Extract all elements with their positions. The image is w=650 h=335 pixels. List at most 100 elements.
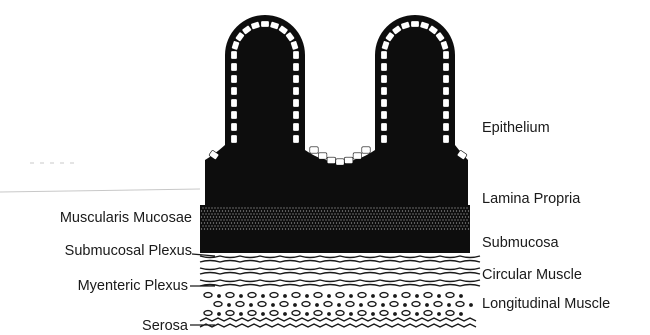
muscle-fiber-section xyxy=(302,302,310,307)
stipple-dot xyxy=(345,216,346,217)
stipple-dot xyxy=(468,228,469,229)
stipple-dot xyxy=(202,219,203,220)
label-submucosal-plexus: Submucosal Plexus xyxy=(65,243,192,259)
label-submucosa: Submucosa xyxy=(482,235,560,251)
stipple-dot xyxy=(304,225,305,226)
muscle-fiber-section xyxy=(446,293,454,298)
stipple-dot xyxy=(253,207,254,208)
stipple-dot xyxy=(291,228,292,229)
stipple-dot xyxy=(355,207,356,208)
stipple-dot xyxy=(250,219,251,220)
stipple-dot xyxy=(376,219,377,220)
stipple-dot xyxy=(406,213,407,214)
muscle-fiber-section xyxy=(204,311,212,316)
stipple-dot xyxy=(225,222,226,223)
stipple-dot xyxy=(201,222,202,223)
stipple-dot xyxy=(286,225,287,226)
stipple-dot xyxy=(463,225,464,226)
stipple-dot xyxy=(382,219,383,220)
stipple-dot xyxy=(328,219,329,220)
stipple-dot xyxy=(271,207,272,208)
fiber-dot xyxy=(438,295,440,297)
stipple-dot xyxy=(267,228,268,229)
stipple-dot xyxy=(238,213,239,214)
stipple-dot xyxy=(447,216,448,217)
label-serosa: Serosa xyxy=(142,318,189,334)
fiber-dot xyxy=(394,313,396,315)
stipple-dot xyxy=(432,210,433,211)
stipple-dot xyxy=(225,210,226,211)
stipple-dot xyxy=(346,219,347,220)
stipple-dot xyxy=(273,210,274,211)
muscle-fiber-section xyxy=(258,302,266,307)
muscle-fiber-section xyxy=(456,302,464,307)
stipple-dot xyxy=(214,225,215,226)
stipple-dot xyxy=(399,222,400,223)
stipple-dot xyxy=(408,216,409,217)
stipple-dot xyxy=(231,210,232,211)
stipple-dot xyxy=(274,225,275,226)
stipple-dot xyxy=(301,219,302,220)
submucosa-layer xyxy=(200,231,470,253)
stipple-dot xyxy=(457,213,458,214)
stipple-dot xyxy=(369,228,370,229)
stipple-dot xyxy=(220,225,221,226)
epithelial-cell xyxy=(231,123,237,131)
stipple-dot xyxy=(453,210,454,211)
stipple-dot xyxy=(331,207,332,208)
stipple-dot xyxy=(427,213,428,214)
stipple-dot xyxy=(466,225,467,226)
stipple-dot xyxy=(381,228,382,229)
stipple-dot xyxy=(322,225,323,226)
stipple-dot xyxy=(222,228,223,229)
stipple-dot xyxy=(237,216,238,217)
label-lamina-propria: Lamina Propria xyxy=(482,191,581,207)
label-longitudinal-muscle: Longitudinal Muscle xyxy=(482,296,610,312)
stipple-dot xyxy=(252,216,253,217)
stipple-dot xyxy=(325,219,326,220)
stipple-dot xyxy=(255,210,256,211)
stipple-dot xyxy=(391,219,392,220)
epithelial-cell xyxy=(443,63,449,71)
stipple-dot xyxy=(399,210,400,211)
stipple-dot xyxy=(348,210,349,211)
stipple-dot xyxy=(207,228,208,229)
stipple-dot xyxy=(286,213,287,214)
stipple-dot xyxy=(390,222,391,223)
stipple-dot xyxy=(306,222,307,223)
stipple-dot xyxy=(253,213,254,214)
stipple-dot xyxy=(394,225,395,226)
circular-muscle-layer xyxy=(200,256,480,286)
stipple-dot xyxy=(364,225,365,226)
stipple-dot xyxy=(396,228,397,229)
stipple-dot xyxy=(276,228,277,229)
stipple-dot xyxy=(343,213,344,214)
longitudinal-muscle-layer xyxy=(204,293,472,316)
epithelial-cell xyxy=(443,111,449,119)
stipple-dot xyxy=(232,219,233,220)
stipple-dot xyxy=(381,222,382,223)
stipple-dot xyxy=(250,213,251,214)
epithelial-cell xyxy=(231,87,237,95)
epithelial-cell xyxy=(318,153,326,159)
stipple-dot xyxy=(334,207,335,208)
stipple-dot xyxy=(210,210,211,211)
stipple-dot xyxy=(417,216,418,217)
stipple-dot xyxy=(358,219,359,220)
stipple-dot xyxy=(345,222,346,223)
stipple-dot xyxy=(388,207,389,208)
stipple-dot xyxy=(343,219,344,220)
stipple-dot xyxy=(291,210,292,211)
stipple-dot xyxy=(301,213,302,214)
stipple-dot xyxy=(250,225,251,226)
stipple-dot xyxy=(279,210,280,211)
stipple-dot xyxy=(456,216,457,217)
stipple-dot xyxy=(319,225,320,226)
muscle-fiber-section xyxy=(292,311,300,316)
stipple-dot xyxy=(415,213,416,214)
stipple-dot xyxy=(390,228,391,229)
muscle-fiber-section xyxy=(314,293,322,298)
fiber-dot xyxy=(460,313,462,315)
stipple-dot xyxy=(208,225,209,226)
